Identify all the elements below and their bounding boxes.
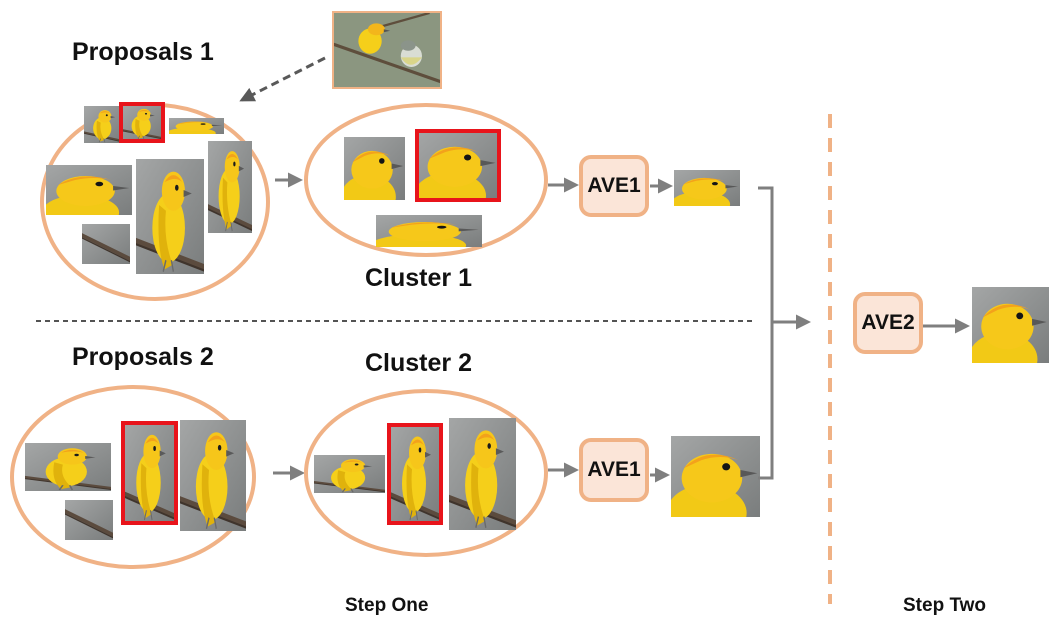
proposals1-label: Proposals 1 <box>72 38 214 66</box>
ave1-bottom-box: AVE1 <box>579 438 649 502</box>
highlight-box <box>121 421 178 525</box>
cluster1-ellipse <box>304 103 548 257</box>
proposals2-ellipse <box>10 385 256 569</box>
cluster-crop <box>388 426 443 522</box>
merge-connector <box>758 186 774 480</box>
proposal-crop <box>46 165 132 215</box>
source-image-frame <box>332 11 442 89</box>
ave2-box: AVE2 <box>853 292 923 354</box>
source-image <box>329 13 446 87</box>
final-output-image <box>972 287 1049 363</box>
proposal-crop <box>177 420 250 531</box>
proposal-crop <box>169 118 224 134</box>
proposal-crop <box>84 106 122 143</box>
highlight-box <box>387 423 443 525</box>
proposal-crop <box>80 224 133 264</box>
cluster2-ellipse <box>304 389 548 557</box>
proposal-crop <box>122 105 162 140</box>
proposal-crop <box>121 424 177 522</box>
ave1-output-image <box>671 436 760 517</box>
step-two-label: Step Two <box>903 595 987 616</box>
proposal-crop <box>133 159 208 274</box>
proposal-crop <box>63 500 116 540</box>
cluster-crop <box>446 418 520 530</box>
proposals2-label: Proposals 2 <box>72 343 214 371</box>
cluster2-label: Cluster 2 <box>365 349 472 377</box>
ave1-top-box: AVE1 <box>579 155 649 217</box>
step-one-label: Step One <box>345 595 429 616</box>
ave1-output-image <box>674 170 740 206</box>
highlight-box <box>119 102 165 143</box>
cluster1-label: Cluster 1 <box>365 264 472 292</box>
highlight-box <box>415 129 501 202</box>
cluster-crop <box>314 455 385 493</box>
proposal-crop <box>21 443 116 491</box>
proposal-crop <box>206 141 254 233</box>
cluster-crop <box>418 132 498 199</box>
dashed-arrow <box>239 56 326 102</box>
cluster-crop <box>344 137 405 200</box>
